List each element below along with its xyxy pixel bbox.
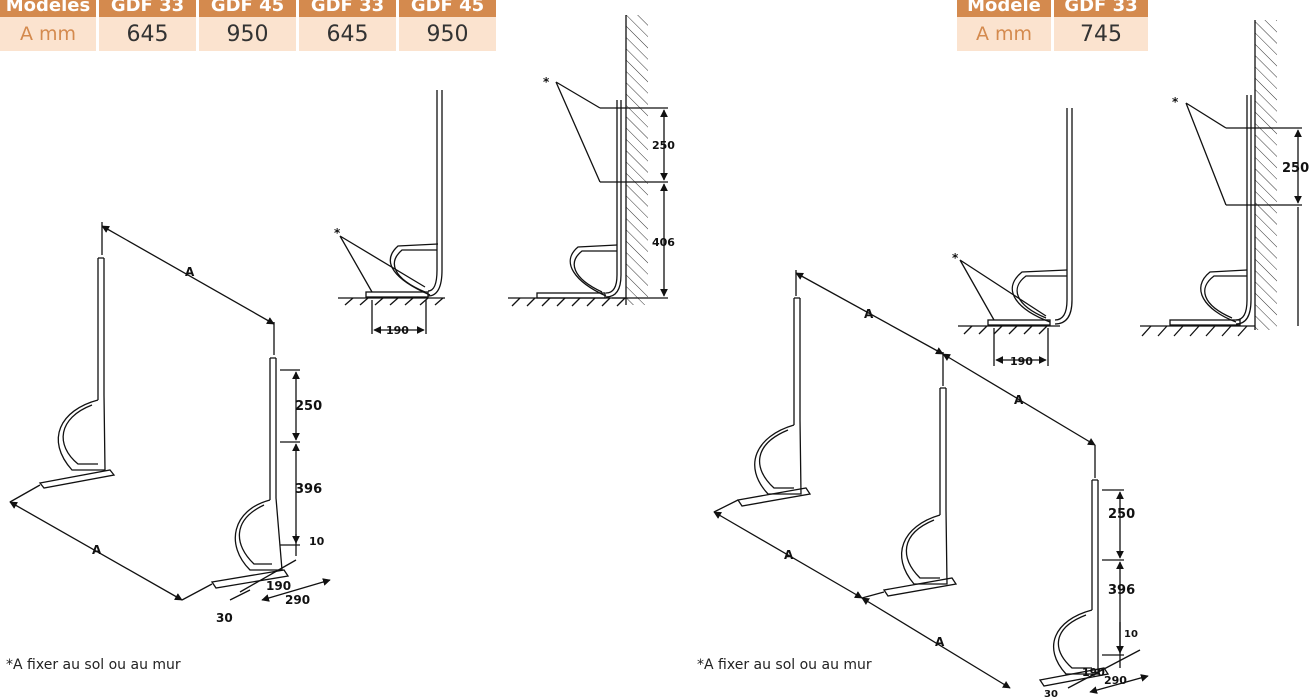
dim-190-label: 190 [1082,666,1105,679]
dim-10-label: 10 [309,535,325,548]
iso-view-right [713,270,1149,694]
dim-10-label: 10 [1124,629,1138,640]
value-cell: 745 [1052,17,1151,51]
dim-290-label: 290 [1104,674,1127,687]
dim-30-label: 30 [1044,689,1058,699]
dim-a-label: A [1014,393,1024,407]
header-cell: Modèle [957,0,1054,17]
dim-396-label: 396 [295,482,322,497]
dim-406-label: 406 [652,236,675,249]
header-cell: GDF 33 [97,0,199,17]
star-label: * [543,75,550,89]
dim-190-label: 190 [1010,355,1033,368]
dim-396-label: 396 [1108,583,1135,598]
header-cell: Modèles [0,0,99,17]
header-cell: GDF 33 [297,0,399,17]
row-label: A mm [957,17,1054,51]
dim-190-label: 190 [266,579,291,593]
side-view-floor-left [338,90,445,334]
value-cell: 645 [297,17,399,51]
side-view-floor-right [958,108,1073,366]
dim-250-label: 250 [1108,507,1135,522]
dim-250-label: 250 [1282,161,1309,176]
star-label: * [334,226,341,240]
dim-30-label: 30 [216,611,233,625]
spec-table-right: Modèle GDF 33 A mm 745 [957,0,1151,51]
header-cell: GDF 45 [397,0,499,17]
mounting-note-right: *A fixer au sol ou au mur [697,657,872,673]
star-label: * [1172,95,1179,109]
side-view-wall-left [508,15,668,307]
dimension-labels: * 190 * 250 406 A A 250 396 10 190 290 3… [92,75,1309,699]
header-cell: GDF 33 [1052,0,1151,17]
dim-290-label: 290 [285,593,310,607]
dim-a-label: A [784,548,794,562]
side-view-wall-right [1140,20,1302,337]
dim-250-label: 250 [652,139,675,152]
dim-a-label: A [92,543,102,557]
value-cell: 950 [197,17,299,51]
iso-view-left [9,222,331,602]
dim-a-label: A [935,635,945,649]
row-label: A mm [0,17,99,51]
mounting-note-left: *A fixer au sol ou au mur [6,657,181,673]
star-label: * [952,251,959,265]
dim-a-label: A [185,265,195,279]
value-cell: 950 [397,17,499,51]
spec-table-left: Modèles GDF 33 GDF 45 GDF 33 GDF 45 A mm… [0,0,499,51]
dim-a-label: A [864,307,874,321]
header-cell: GDF 45 [197,0,299,17]
dim-250-label: 250 [295,399,322,414]
dim-190-label: 190 [386,324,409,337]
value-cell: 645 [97,17,199,51]
